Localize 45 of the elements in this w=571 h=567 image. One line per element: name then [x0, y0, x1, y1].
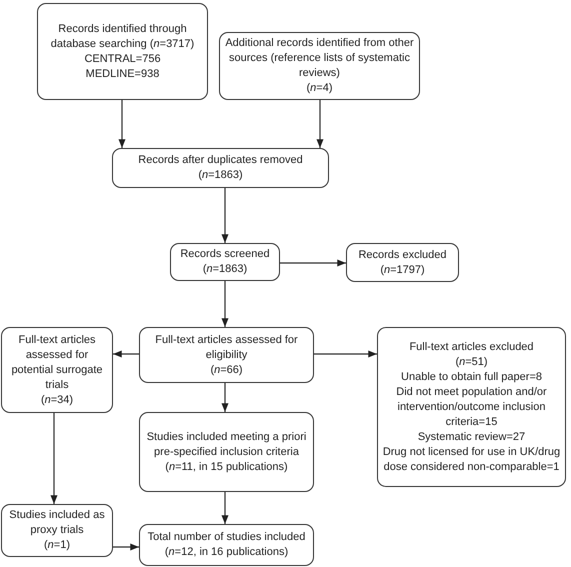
box-text: (n=1) — [44, 538, 70, 553]
process-box — [139, 524, 314, 566]
box-text: Records excluded — [358, 248, 447, 262]
process-box — [37, 3, 208, 100]
arrow — [222, 281, 228, 327]
box-text: Additional records identified from other sources (reference lists of systematic reviews) — [224, 36, 415, 81]
arrow — [113, 544, 139, 550]
arrow — [118, 100, 126, 148]
process-box — [170, 243, 280, 281]
box-text: Total number of studies included — [148, 530, 306, 545]
box-text: Systematic review=27 — [418, 430, 526, 444]
box-text: (n=4) — [306, 81, 332, 96]
process-box — [112, 148, 329, 188]
box-text: CENTRAL=756 — [84, 52, 161, 66]
box-text: MEDLINE=938 — [86, 66, 160, 82]
box-text: Records identified through database searching (n=3717) — [50, 22, 196, 52]
box-text: Records after duplicates removed — [138, 153, 303, 168]
process-box — [139, 327, 314, 383]
box-text: (n=51) — [455, 354, 488, 370]
box-text: (n=11, in 15 publications) — [165, 460, 288, 474]
box-text: (n=1863) — [198, 168, 243, 183]
box-text: Unable to obtain full paper=8 — [401, 370, 542, 384]
arrow — [113, 350, 139, 358]
process-box — [219, 32, 420, 100]
box-text: (n=1797) — [380, 262, 425, 278]
box-text: (n=34) — [40, 392, 74, 408]
arrow — [314, 350, 377, 358]
process-box — [139, 412, 314, 492]
process-box — [1, 327, 113, 413]
box-text: (n=12, in 16 publications) — [164, 545, 288, 560]
arrow — [280, 260, 346, 266]
box-text: (n=1863) — [202, 262, 248, 277]
arrow — [50, 413, 58, 504]
arrow — [316, 100, 324, 148]
box-text: Records screened — [180, 247, 270, 262]
box-text: Did not meet population and/or intervention/outcome inclusion criteria=15 — [395, 384, 548, 430]
box-text: Full-text articles excluded — [409, 340, 534, 354]
process-box — [346, 243, 459, 282]
arrow — [222, 383, 228, 412]
box-text: (n=66) — [210, 362, 243, 378]
box-text: Drug not licensed for use in UK/drug dose considered non-comparable=1 — [382, 444, 561, 474]
process-box — [1, 504, 113, 557]
process-box — [377, 327, 566, 487]
arrow — [222, 492, 228, 524]
arrow — [222, 188, 228, 243]
